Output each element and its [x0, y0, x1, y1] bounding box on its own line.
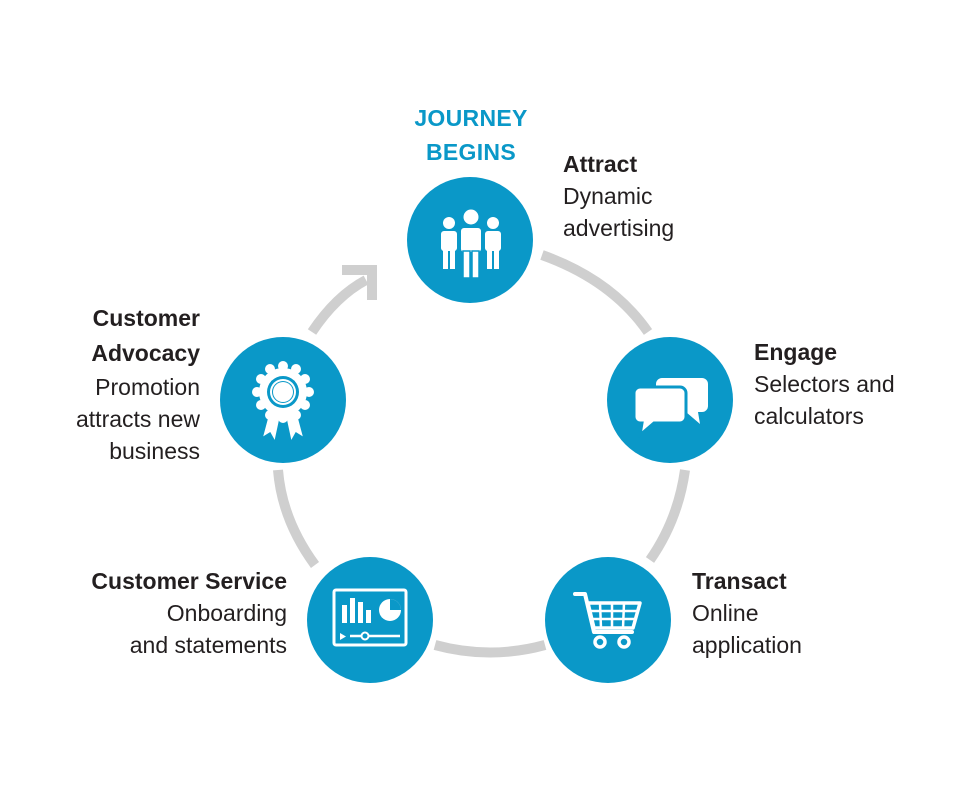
people-group-icon	[441, 209, 501, 279]
stage-desc-attract-2: advertising	[563, 215, 675, 241]
connector-advocacy-attract	[307, 275, 369, 335]
journey-begins-line-2: BEGINS	[426, 139, 516, 165]
connector-service-advocacy	[273, 469, 320, 568]
stage-node-engage	[607, 337, 733, 463]
stage-desc-engage-1: Selectors and	[754, 371, 895, 397]
connector-engage-transact	[645, 469, 690, 563]
connector-attract-engage	[540, 250, 653, 335]
stage-desc-customer-service-1: Onboarding	[166, 600, 287, 626]
stage-desc-attract-1: Dynamic	[563, 183, 653, 209]
journey-begins-label: JOURNEY BEGINS	[395, 101, 547, 169]
stage-desc-transact-1: Online	[692, 600, 759, 626]
stage-node-customer-service	[307, 557, 433, 683]
stage-desc-customer-advocacy-2: attracts new	[76, 406, 200, 432]
stage-title-customer-service: Customer Service	[91, 568, 287, 594]
connector-transact-service	[433, 640, 547, 658]
stage-desc-customer-service-2: and statements	[129, 632, 287, 658]
stage-title-attract: Attract	[563, 151, 638, 177]
journey-begins-line-1: JOURNEY	[414, 105, 528, 131]
award-ribbon-icon	[252, 361, 314, 445]
stage-desc-transact-2: application	[692, 632, 802, 658]
stage-desc-engage-2: calculators	[754, 403, 864, 429]
stage-node-customer-advocacy	[220, 337, 346, 463]
stage-label-transact: Transact Online application	[692, 565, 802, 661]
stage-node-attract	[407, 177, 533, 303]
dashboard-screen-icon	[332, 588, 408, 647]
stage-title-customer-advocacy: Customer Advocacy	[91, 305, 200, 366]
arrow-head-icon	[342, 265, 377, 300]
stage-title-engage: Engage	[754, 339, 838, 365]
stage-node-transact	[545, 557, 671, 683]
stage-label-customer-advocacy: Customer Advocacy Promotion attracts new…	[30, 301, 200, 467]
stage-desc-customer-advocacy-1: Promotion	[95, 374, 200, 400]
stage-desc-customer-advocacy-3: business	[109, 438, 200, 464]
stage-title-transact: Transact	[692, 568, 787, 594]
chat-bubbles-icon	[632, 378, 708, 439]
stage-label-customer-service: Customer Service Onboarding and statemen…	[30, 565, 287, 661]
shopping-cart-icon	[573, 592, 642, 649]
stage-label-attract: Attract Dynamic advertising	[563, 148, 674, 244]
stage-label-engage: Engage Selectors and calculators	[754, 336, 895, 432]
